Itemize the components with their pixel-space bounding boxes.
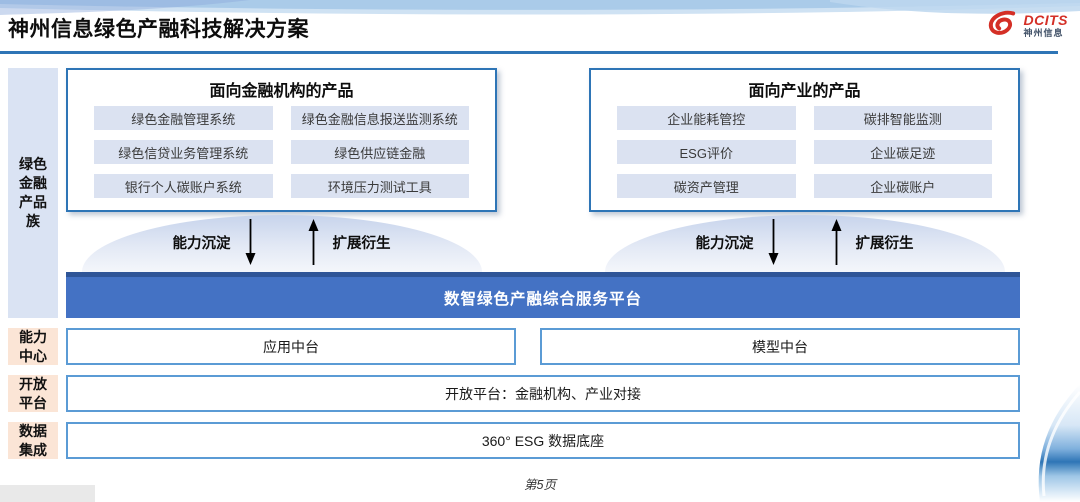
flow-down-label: 能力沉淀 <box>695 235 754 252</box>
product-item: 企业碳足迹 <box>813 140 992 164</box>
rail-capability-label: 能力中心 <box>19 328 47 364</box>
rail-data-label: 数据集成 <box>19 422 47 458</box>
rail-open-label: 开放平台 <box>19 375 47 411</box>
product-item: 碳资产管理 <box>617 174 796 198</box>
page-number: 第5页 <box>524 478 556 492</box>
logo-sub-text: 神州信息 <box>1023 27 1064 38</box>
flow-arrows-zone: 能力沉淀 扩展衍生 能力沉淀 <box>66 212 1020 272</box>
capability-row: 应用中台 模型中台 <box>66 328 1020 365</box>
up-arrow-icon <box>308 219 318 265</box>
down-arrow-icon <box>768 219 778 265</box>
dcits-logo: DCITS 神州信息 <box>985 10 1069 40</box>
product-item: ESG评价 <box>617 140 796 164</box>
product-item: 环境压力测试工具 <box>290 174 469 198</box>
footer-tab-decoration <box>0 485 95 502</box>
finance-products-title: 面向金融机构的产品 <box>209 83 354 100</box>
flow-down-label: 能力沉淀 <box>172 235 231 252</box>
logo-brand-text: DCITS <box>1023 11 1068 28</box>
product-item: 绿色信贷业务管理系统 <box>94 140 273 164</box>
product-item: 企业碳账户 <box>813 174 992 198</box>
industry-products-grid: 企业能耗管控 碳排智能监测 ESG评价 企业碳足迹 碳资产管理 企业碳账户 <box>591 104 1018 210</box>
flow-up-label: 扩展衍生 <box>332 235 391 252</box>
app-middle-platform-box: 应用中台 <box>66 328 516 365</box>
rail-product-family: 绿色金融产品族 <box>8 68 58 318</box>
industry-products-box: 面向产业的产品 企业能耗管控 碳排智能监测 ESG评价 企业碳足迹 碳资产管理 … <box>589 68 1020 212</box>
dome-decoration <box>604 215 1005 272</box>
dcits-swirl-icon <box>988 10 1015 35</box>
page-title: 神州信息绿色产融科技解决方案 <box>8 18 309 41</box>
product-item: 银行个人碳账户系统 <box>94 174 273 198</box>
diagram-grid: 绿色金融产品族 面向金融机构的产品 绿色金融管理系统 绿色金融信息报送监测系统 … <box>8 68 1020 459</box>
flow-up-label: 扩展衍生 <box>855 235 914 252</box>
finance-products-box: 面向金融机构的产品 绿色金融管理系统 绿色金融信息报送监测系统 绿色信贷业务管理… <box>66 68 497 212</box>
product-item: 绿色供应链金融 <box>290 140 469 164</box>
product-boxes-row: 面向金融机构的产品 绿色金融管理系统 绿色金融信息报送监测系统 绿色信贷业务管理… <box>66 68 1020 212</box>
data-integration-row: 360° ESG 数据底座 <box>66 422 1020 459</box>
product-item: 绿色金融管理系统 <box>94 106 273 130</box>
corner-swoosh-decoration <box>1038 384 1080 502</box>
industry-products-title: 面向产业的产品 <box>748 83 861 100</box>
logo-text-block: DCITS 神州信息 <box>1024 13 1069 38</box>
product-item: 碳排智能监测 <box>813 106 992 130</box>
open-platform-box: 开放平台：金融机构、产业对接 <box>66 375 1020 412</box>
flow-group-left: 能力沉淀 扩展衍生 <box>66 212 497 272</box>
open-platform-row: 开放平台：金融机构、产业对接 <box>66 375 1020 412</box>
up-arrow-icon <box>831 219 841 265</box>
model-middle-platform-box: 模型中台 <box>540 328 1020 365</box>
rail-open-platform: 开放平台 <box>8 375 58 412</box>
rail-capability-center: 能力中心 <box>8 328 58 365</box>
dome-decoration <box>81 215 482 272</box>
product-item: 企业能耗管控 <box>617 106 796 130</box>
header-divider <box>0 51 1058 54</box>
rail-data-integration: 数据集成 <box>8 422 58 459</box>
finance-products-grid: 绿色金融管理系统 绿色金融信息报送监测系统 绿色信贷业务管理系统 绿色供应链金融… <box>68 104 495 210</box>
esg-data-base-box: 360° ESG 数据底座 <box>66 422 1020 459</box>
header-swoosh-decoration <box>0 0 1080 15</box>
down-arrow-icon <box>245 219 255 265</box>
product-family-zone: 面向金融机构的产品 绿色金融管理系统 绿色金融信息报送监测系统 绿色信贷业务管理… <box>66 68 1020 318</box>
platform-bar: 数智绿色产融综合服务平台 <box>66 272 1020 318</box>
flow-group-right: 能力沉淀 扩展衍生 <box>589 212 1020 272</box>
product-item: 绿色金融信息报送监测系统 <box>290 106 469 130</box>
rail-product-family-label: 绿色金融产品族 <box>19 156 47 229</box>
